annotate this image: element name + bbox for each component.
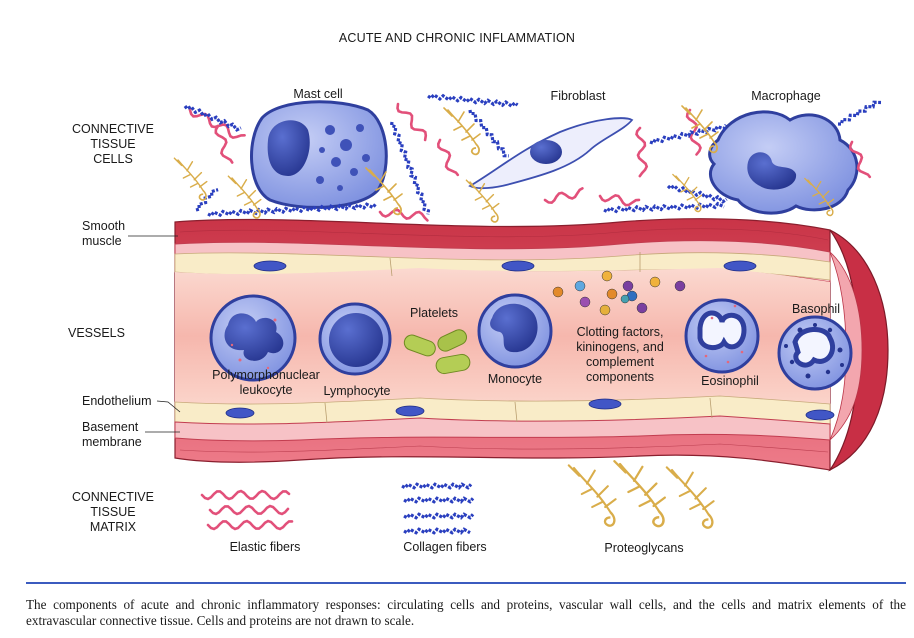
collagen-fiber [649,124,728,146]
label-line: membrane [82,435,142,449]
label-line: kininogens, and [576,340,664,354]
figure-caption: The components of acute and chronic infl… [26,597,906,628]
basophil [777,315,853,391]
label-elastic-fibers: Elastic fibers [229,540,301,554]
monocyte [477,293,553,369]
proteoglycan [227,175,262,219]
label-basophil: Basophil [792,302,840,316]
label-line: MATRIX [89,520,137,534]
label-proteoglycans: Proteoglycans [604,541,684,555]
elastic-fiber [378,208,429,222]
label-macrophage: Macrophage [751,89,821,103]
label-collagen-fibers: Collagen fibers [403,540,487,554]
collagen-fiber [603,201,725,214]
collagen-fiber [666,183,728,204]
label-line: components [585,370,655,384]
collagen-fiber [389,121,431,215]
elastic-fiber [188,108,246,139]
label-endothelium: Endothelium [82,394,152,408]
label-line: TISSUE [90,505,136,519]
label-monocyte: Monocyte [487,372,543,386]
collagen-fiber [427,92,519,109]
label-line: CONNECTIVE [72,490,154,504]
leader-lines [128,235,181,433]
blood-vessel [174,218,889,472]
platelets [403,329,471,375]
fibroblast [468,117,634,190]
caption-divider [26,582,906,584]
elastic-fiber [208,504,290,516]
tissue-fibers [173,92,882,535]
collagen-fiber [183,104,242,132]
collagen-fiber [403,496,475,504]
diagram-title: ACUTE AND CHRONIC INFLAMMATION [338,31,576,45]
label-line: TISSUE [90,137,136,151]
clotting-factor-molecules [552,270,686,316]
elastic-fiber [200,489,291,501]
label-mast-cell: Mast cell [293,87,343,101]
proteoglycan [804,177,835,217]
label-line: Smooth [82,219,126,233]
eosinophil [684,298,760,374]
label-line: leukocyte [239,383,293,397]
collagen-fiber [403,527,471,535]
elastic-fiber [598,194,641,207]
proteoglycan [672,173,703,213]
endothelial-cells-bottom [225,398,835,421]
lymphocyte [318,302,392,376]
proteoglycan [567,464,617,527]
inflammation-illustration [128,92,889,535]
pmn-leukocyte [209,294,297,382]
label-fibroblast: Fibroblast [550,89,606,103]
collagen-fiber [401,482,473,490]
label-line: Polymorphonuclear [212,368,320,382]
mast-cell [250,100,388,209]
label-line: CONNECTIVE [72,122,154,136]
proteoglycan [173,157,208,201]
elastic-fiber [635,126,649,178]
elastic-fiber [214,124,234,164]
proteoglycan [681,105,719,154]
proteoglycan [443,107,481,156]
elastic-fiber [206,519,294,531]
endothelial-cells-top [253,260,757,272]
label-line: complement [585,355,655,369]
elastic-fiber [848,140,872,179]
proteoglycan [665,466,715,529]
proteoglycan [365,167,403,216]
label-vessels: VESSELS [68,326,125,340]
collagen-fiber [468,109,509,158]
collagen-fiber [403,512,475,520]
proteoglycan [465,179,500,223]
label-platelets: Platelets [410,306,458,320]
elastic-fiber [543,187,584,205]
collagen-fiber [837,100,882,126]
collagen-fiber [195,188,219,212]
macrophage [708,110,859,215]
elastic-fiber [436,138,460,177]
proteoglycan [613,460,666,528]
label-line: CELLS [93,152,133,166]
label-line: Basement [82,420,139,434]
label-line: muscle [82,234,122,248]
label-eosinophil: Eosinophil [701,374,759,388]
label-lymphocyte: Lymphocyte [323,384,391,398]
elastic-fiber [396,102,428,142]
label-line: Clotting factors, [576,325,664,339]
